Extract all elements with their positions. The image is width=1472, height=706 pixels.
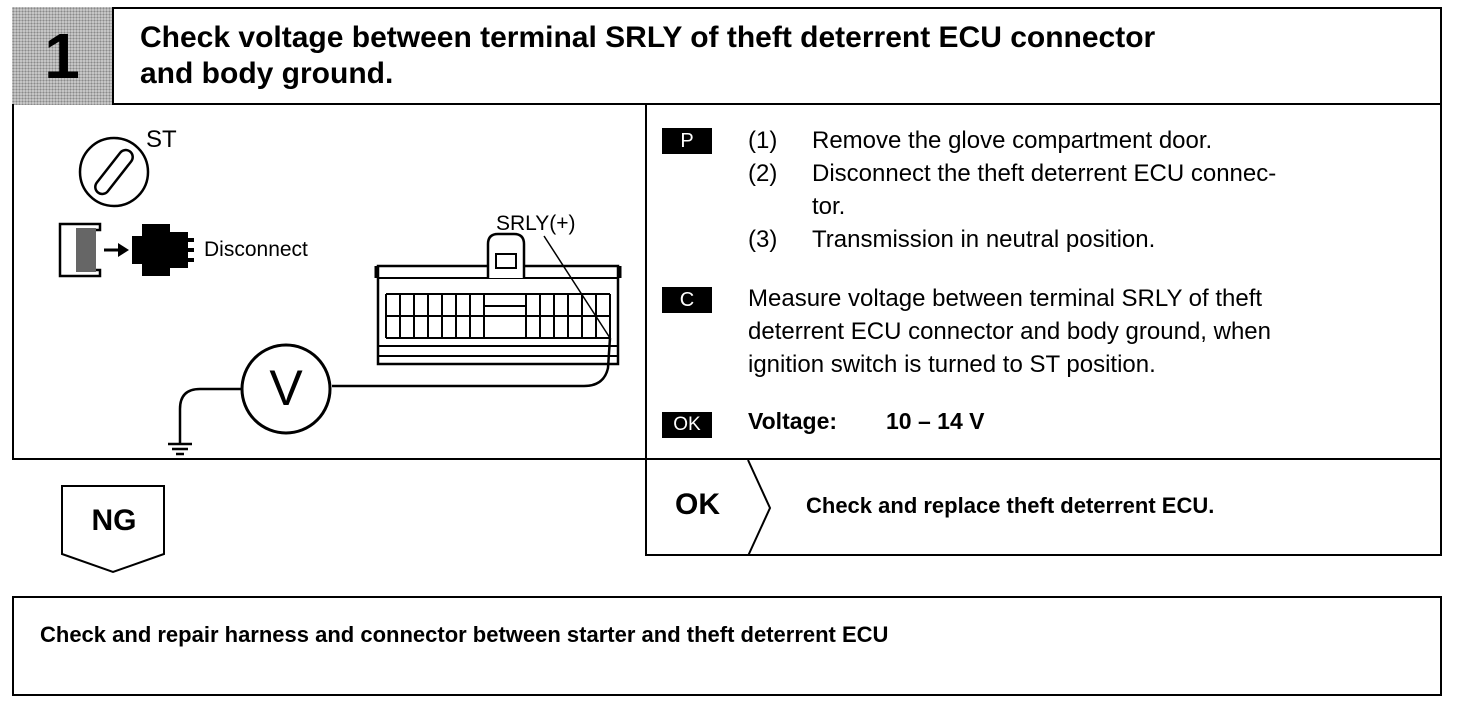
- ok-label: OK: [675, 488, 720, 521]
- spec-label: Voltage:: [748, 408, 838, 434]
- ng-label: NG: [91, 504, 137, 537]
- prep-item-text: Disconnect the theft deterrent ECU conne…: [812, 160, 1277, 187]
- ok-result-box: [645, 458, 1442, 556]
- prep-item-number: (1): [748, 127, 778, 154]
- step-title-line1: Check voltage between terminal SRLY of t…: [140, 21, 1156, 54]
- terminal-label: SRLY(+): [496, 212, 576, 235]
- wiring-diagram: [58, 136, 622, 456]
- ng-arrow-icon: [61, 485, 165, 574]
- check-badge: C: [662, 287, 712, 313]
- ok-arrow-icon: [747, 460, 772, 556]
- prep-item-text: tor.: [812, 193, 846, 220]
- prep-item: (3) Transmission in neutral position.: [748, 223, 1438, 256]
- step-number: 1: [44, 20, 80, 92]
- ground-icon: [168, 387, 242, 456]
- meter-label: V: [269, 360, 303, 416]
- repair-text: Check and repair harness and connector b…: [40, 622, 889, 647]
- prep-item: (2) Disconnect the theft deterrent ECU co…: [748, 157, 1438, 190]
- check-line: ignition switch is turned to ST position…: [748, 351, 1156, 378]
- prep-item-number: (2): [748, 160, 778, 187]
- step-number-box: 1: [12, 7, 114, 105]
- step-title: Check voltage between terminal SRLY of t…: [140, 20, 1430, 92]
- connector-disconnect-icon: [58, 222, 194, 278]
- probe-lead: [332, 235, 612, 388]
- ecu-connector-icon: [374, 232, 622, 366]
- check-line: Measure voltage between terminal SRLY of…: [748, 285, 1263, 312]
- prep-list: (1) Remove the glove compartment door. (2…: [748, 124, 1438, 256]
- prep-item-number: (3): [748, 226, 778, 253]
- repair-box: [12, 596, 1442, 696]
- prep-badge: P: [662, 128, 712, 154]
- procedure-box: [12, 104, 1442, 460]
- column-divider: [645, 104, 647, 556]
- check-text: Measure voltage between terminal SRLY of…: [748, 282, 1438, 381]
- ok-result-text: Check and replace theft deterrent ECU.: [806, 493, 1215, 518]
- prep-item-continued: tor.: [748, 190, 1438, 223]
- switch-label: ST: [146, 126, 177, 153]
- check-line: deterrent ECU connector and body ground,…: [748, 318, 1271, 345]
- disconnect-label: Disconnect: [204, 238, 308, 261]
- spec-badge: OK: [662, 412, 712, 438]
- prep-item: (1) Remove the glove compartment door.: [748, 124, 1438, 157]
- prep-item-text: Transmission in neutral position.: [812, 226, 1156, 253]
- ignition-key-icon: [78, 136, 150, 208]
- spec-value: 10 – 14 V: [886, 408, 985, 434]
- step-title-line2: and body ground.: [140, 57, 394, 90]
- prep-item-text: Remove the glove compartment door.: [812, 127, 1213, 154]
